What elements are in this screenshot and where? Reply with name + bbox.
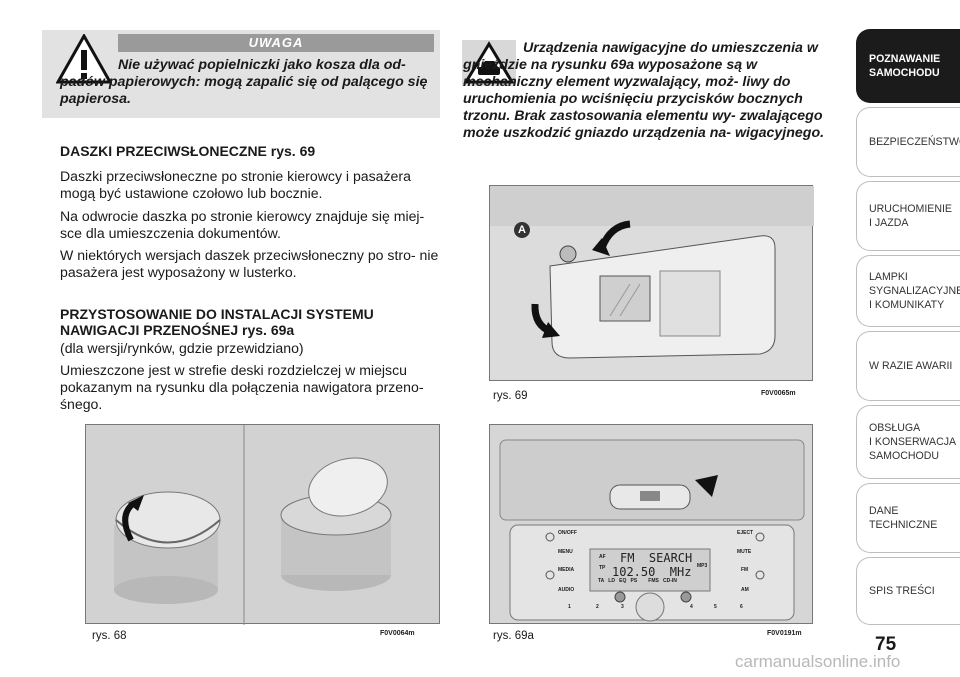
tab-uruchomienie-i-jazda[interactable]: URUCHOMIENIE I JAZDA <box>856 181 960 251</box>
radio-line-1: FM SEARCH <box>620 551 693 565</box>
radio-preset-4: 4 <box>690 604 693 610</box>
tab-label: SPIS TREŚCI <box>869 585 935 597</box>
car-warning-icon <box>462 40 516 86</box>
figure-69 <box>489 185 814 381</box>
radio-media: MEDIA <box>558 567 575 573</box>
figure-68 <box>85 424 440 625</box>
figure-69-caption: rys. 69 <box>493 390 528 402</box>
nav-prep-paragraph: Umieszczone jest w strefie deski rozdzie… <box>60 362 424 413</box>
warning-header: UWAGA <box>118 34 434 52</box>
tab-lampki-sygnalizacyjne[interactable]: LAMPKI SYGNALIZACYJNE I KOMUNIKATY <box>856 255 960 327</box>
page-number: 75 <box>875 634 897 655</box>
radio-preset-3: 3 <box>621 604 624 610</box>
tab-label: DANE TECHNICZNE <box>869 505 938 531</box>
radio-menu: MENU <box>558 549 573 555</box>
radio-tp: TP <box>599 565 606 571</box>
tab-dane-techniczne[interactable]: DANE TECHNICZNE <box>856 483 960 553</box>
radio-line-2: 102.50 MHz <box>612 565 692 579</box>
tab-label: OBSŁUGA I KONSERWACJA SAMOCHODU <box>869 422 957 462</box>
radio-af: AF <box>599 554 606 560</box>
radio-preset-2: 2 <box>596 604 599 610</box>
tab-label: W RAZIE AWARII <box>869 360 953 372</box>
callout-a-label: A <box>518 224 526 236</box>
warning-text: Nie używać popielniczki jako kosza dla o… <box>60 57 428 107</box>
radio-preset-5: 5 <box>714 604 717 610</box>
ashtray-illustration <box>114 425 392 625</box>
radio-am: AM <box>741 587 749 593</box>
radio-mp3: MP3 <box>697 563 708 569</box>
figure-69a <box>489 424 813 624</box>
tab-poznawanie-samochodu[interactable]: POZNAWANIE SAMOCHODU <box>856 29 960 103</box>
sun-visor-illustration <box>490 186 814 359</box>
radio-bottom-labels: TA LD EQ PS FMS CD-IN <box>598 578 677 584</box>
warning-triangle-icon <box>56 34 112 84</box>
sun-visors-heading: DASZKI PRZECIWSŁONECZNE rys. 69 <box>60 143 316 159</box>
nav-prep-heading: PRZYSTOSOWANIE DO INSTALACJI SYSTEMU NAW… <box>60 306 374 338</box>
figure-68-code: F0V0064m <box>380 630 415 637</box>
tab-obsluga-i-konserwacja[interactable]: OBSŁUGA I KONSERWACJA SAMOCHODU <box>856 405 960 479</box>
sun-visors-para-1: Daszki przeciwsłoneczne po stronie kiero… <box>60 168 411 202</box>
radio-onoff: ON/OFF <box>558 530 577 536</box>
nav-prep-subheading: (dla wersji/rynków, gdzie przewidziano) <box>60 340 304 356</box>
radio-preset-6: 6 <box>740 604 743 610</box>
figure-68-caption: rys. 68 <box>92 630 127 642</box>
sun-visors-para-2: Na odwrocie daszka po stronie kierowcy z… <box>60 208 425 242</box>
dashboard-illustration <box>499 439 805 622</box>
watermark: carmanualsonline.info <box>735 652 901 671</box>
sun-visors-para-3: W niektórych wersjach daszek przeciwsłon… <box>60 247 439 281</box>
radio-preset-1: 1 <box>568 604 571 610</box>
figure-69a-caption: rys. 69a <box>493 630 534 642</box>
tab-label: BEZPIECZEŃSTWO <box>869 136 960 148</box>
tab-label: URUCHOMIENIE I JAZDA <box>869 203 952 229</box>
radio-audio: AUDIO <box>558 587 575 593</box>
figure-69a-code: F0V0191m <box>767 630 802 637</box>
radio-eject: EJECT <box>737 530 754 536</box>
nav-note-text: Urządzenia nawigacyjne do umieszczenia w… <box>463 40 825 141</box>
tab-spis-tresci[interactable]: SPIS TREŚCI <box>856 557 960 625</box>
tab-label: LAMPKI SYGNALIZACYJNE I KOMUNIKATY <box>869 271 960 311</box>
callout-a: A <box>514 222 530 238</box>
tab-label: POZNAWANIE SAMOCHODU <box>869 53 941 79</box>
figure-69-code: F0V0065m <box>761 390 796 397</box>
tab-bezpieczenstwo[interactable]: BEZPIECZEŃSTWO <box>856 107 960 177</box>
tab-w-razie-awarii[interactable]: W RAZIE AWARII <box>856 331 960 401</box>
radio-fm: FM <box>741 567 749 573</box>
radio-mute: MUTE <box>737 549 752 555</box>
